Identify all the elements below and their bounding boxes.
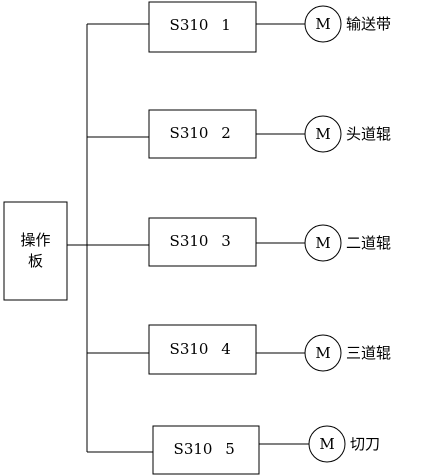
load-label: 切刀	[350, 435, 380, 453]
drive-branch-1: S310 1 M 输送带	[87, 1, 391, 53]
drive-model: S310	[170, 16, 209, 34]
load-label: 输送带	[346, 15, 391, 33]
motor-circle	[304, 224, 342, 262]
motor-circle	[304, 334, 342, 372]
motor-symbol: M	[315, 234, 330, 252]
drive-number: 4	[221, 340, 231, 358]
motor-symbol: M	[315, 125, 330, 143]
drive-branch-2: S310 2 M 头道辊	[87, 109, 391, 159]
motor-symbol: M	[315, 344, 330, 362]
drive-number: 2	[221, 124, 231, 142]
control-panel: 操作 板	[3, 201, 68, 301]
drive-number: 5	[225, 440, 235, 458]
drive-box	[148, 1, 257, 53]
drive-box	[148, 217, 257, 267]
drive-number: 3	[221, 232, 231, 250]
drive-branch-4: S310 4 M 三道辊	[87, 324, 391, 375]
load-label: 三道辊	[346, 344, 391, 362]
drive-model: S310	[170, 340, 209, 358]
drive-box	[148, 324, 257, 375]
drive-box	[148, 109, 257, 159]
load-label: 二道辊	[346, 234, 391, 252]
motor-symbol: M	[315, 15, 330, 33]
control-panel-label-line1: 操作	[20, 231, 50, 249]
drive-model: S310	[170, 124, 209, 142]
drive-model: S310	[174, 440, 213, 458]
motor-circle	[304, 5, 342, 43]
motor-symbol: M	[319, 435, 334, 453]
control-panel-box	[3, 201, 68, 301]
motor-circle	[304, 115, 342, 153]
load-label: 头道辊	[346, 125, 391, 143]
drive-box	[152, 425, 260, 475]
drive-branch-5: S310 5 M 切刀	[87, 425, 380, 475]
motor-circle	[308, 425, 346, 463]
drive-branch-3: S310 3 M 二道辊	[87, 217, 391, 267]
control-panel-label-line2: 板	[28, 252, 43, 270]
drive-number: 1	[221, 16, 231, 34]
drive-model: S310	[170, 232, 209, 250]
